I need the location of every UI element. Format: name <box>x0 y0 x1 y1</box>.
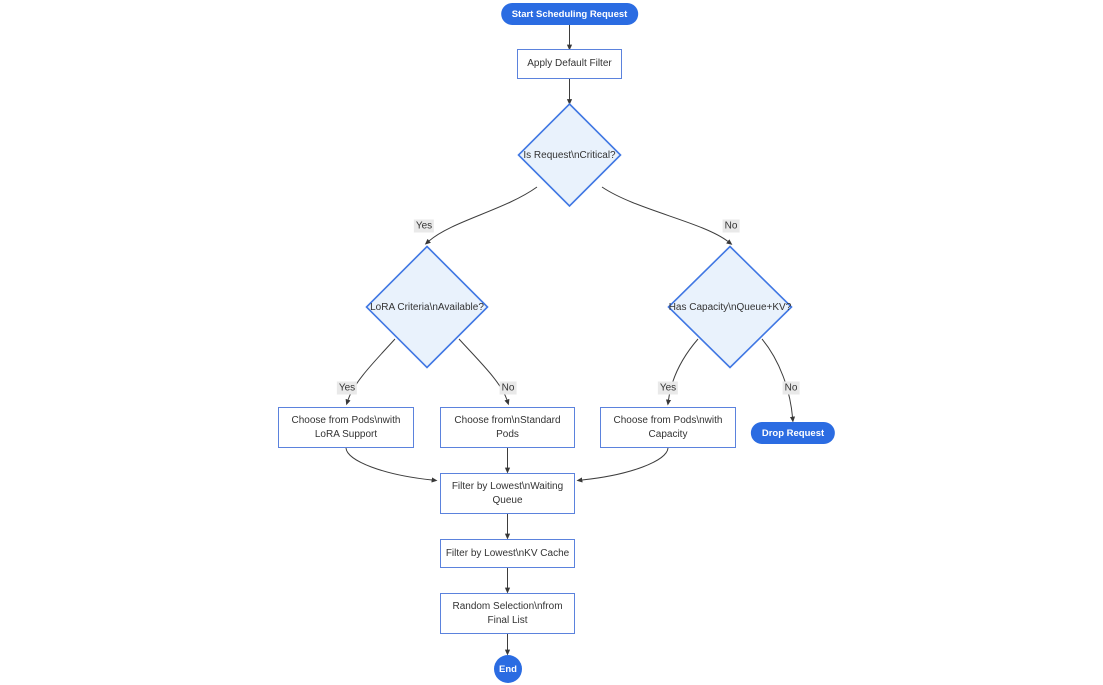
node-apply-default-filter: Apply Default Filter <box>517 49 622 79</box>
decision-has-capacity-shape <box>667 245 793 369</box>
decision-has-capacity-label: Has Capacity\nQueue+KV? <box>668 301 792 313</box>
node-choose-capacity-pods: Choose from Pods\nwith Capacity <box>600 407 736 448</box>
decision-is-critical-shape <box>517 102 622 208</box>
edge-label-lora-no: No <box>499 381 517 395</box>
decision-is-critical-label: Is Request\nCritical? <box>523 149 616 161</box>
edge-label-critical-yes: Yes <box>413 219 435 233</box>
decision-lora-available-label: LoRA Criteria\nAvailable? <box>370 301 484 313</box>
edge-label-lora-yes: Yes <box>336 381 358 395</box>
edge-label-capacity-no: No <box>782 381 800 395</box>
node-choose-lora-pods: Choose from Pods\nwith LoRA Support <box>278 407 414 448</box>
edge-label-capacity-yes: Yes <box>657 381 679 395</box>
edge-chooselora-to-filterqueue <box>345 447 438 483</box>
edge-critical-yes <box>424 186 538 245</box>
node-end: End <box>494 655 522 683</box>
decision-lora-available-shape <box>365 245 489 369</box>
edge-choosecapacity-to-filterqueue <box>576 447 669 483</box>
node-start: Start Scheduling Request <box>500 3 639 25</box>
edge-label-critical-no: No <box>722 219 740 233</box>
edge-capacity-no <box>761 338 796 423</box>
node-choose-standard-pods: Choose from\nStandard Pods <box>440 407 575 448</box>
edge-lora-no <box>458 338 510 406</box>
edge-lora-yes <box>345 338 396 406</box>
node-filter-waiting-queue: Filter by Lowest\nWaiting Queue <box>440 473 575 514</box>
node-filter-kv-cache: Filter by Lowest\nKV Cache <box>440 539 575 568</box>
edge-critical-no <box>601 186 733 245</box>
node-random-selection: Random Selection\nfrom Final List <box>440 593 575 634</box>
edge-capacity-yes <box>665 338 699 406</box>
node-drop-request: Drop Request <box>750 422 836 444</box>
